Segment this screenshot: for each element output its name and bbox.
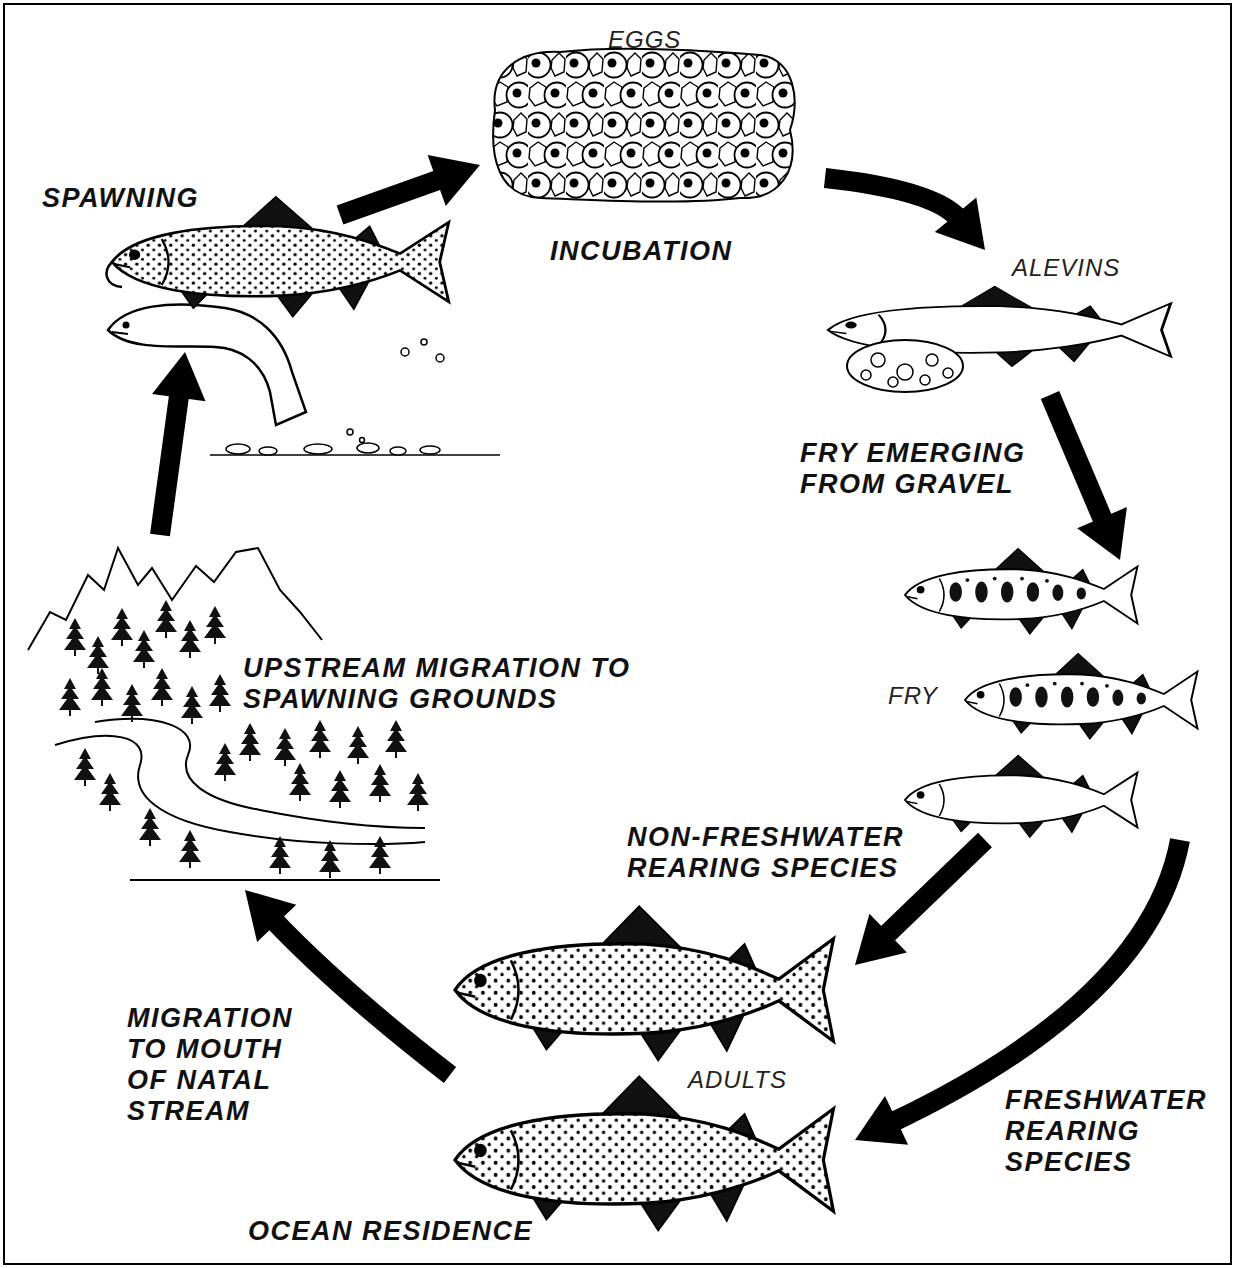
spruce-tree — [139, 808, 161, 846]
spruce-tree — [319, 840, 341, 878]
fry-fish — [965, 654, 1197, 740]
spruce-tree — [155, 600, 177, 638]
spruce-tree — [181, 686, 203, 724]
gravel-pebbles — [226, 443, 440, 455]
spruce-tree — [214, 743, 236, 781]
arrow-shaft — [825, 178, 959, 219]
spruce-tree — [74, 748, 96, 786]
stage-label: UPSTREAM MIGRATION TO SPAWNING GROUNDS — [243, 653, 663, 715]
yolk-sac — [847, 340, 963, 392]
arrow-shaft — [340, 179, 442, 216]
arrow-label: MIGRATION TO MOUTH OF NATAL STREAM — [127, 1003, 307, 1127]
gravel-bed — [210, 454, 500, 456]
arrow-shaft — [884, 840, 985, 937]
life-cycle-arrow — [340, 155, 480, 215]
spruce-tree — [59, 678, 81, 716]
female-salmon — [108, 304, 306, 425]
spruce-tree — [407, 773, 429, 811]
arrow-label: FRY EMERGING FROM GRAVEL — [800, 438, 1040, 500]
stage-caption: INCUBATION — [550, 236, 732, 267]
life-cycle-arrow — [152, 352, 206, 535]
spruce-tree — [179, 620, 201, 658]
egg-cluster — [493, 49, 794, 202]
arrowhead — [935, 197, 985, 250]
spruce-tree — [64, 618, 86, 656]
spruce-tree — [289, 763, 311, 801]
arrow-label: FRESHWATER REARING SPECIES — [1005, 1085, 1220, 1178]
arrowhead — [855, 914, 907, 965]
arrow-shaft — [891, 840, 1180, 1123]
life-cycle-arrow — [825, 178, 985, 250]
arrowhead — [1077, 507, 1127, 560]
stage-region: ALEVINS — [825, 250, 1180, 395]
hooked-jaw — [107, 262, 122, 287]
stage-label: ADULTS — [688, 1066, 787, 1094]
spruce-tree — [239, 723, 261, 761]
spruce-tree — [385, 720, 407, 758]
fish-eye — [123, 322, 130, 329]
arrow-shaft — [1050, 395, 1104, 523]
life-cycle-arrow — [1050, 395, 1127, 560]
spruce-tree — [269, 836, 291, 874]
stage-label: EGGS — [608, 26, 681, 54]
arrow-shaft — [160, 392, 180, 535]
arrow-label: NON-FRESHWATER REARING SPECIES — [627, 822, 927, 884]
spruce-tree — [204, 606, 226, 644]
spruce-tree — [179, 830, 201, 868]
spruce-tree — [329, 770, 351, 808]
adult-fish — [455, 906, 833, 1060]
stage-region: EGGS INCUBATION — [480, 18, 825, 271]
yolk-droplets — [861, 353, 953, 387]
stage-label: FRY — [888, 682, 938, 710]
male-salmon — [112, 197, 449, 317]
figure-frame — [4, 4, 1231, 1264]
spruce-tree — [369, 836, 391, 874]
spruce-tree — [87, 636, 109, 674]
adult-fish — [455, 1076, 833, 1230]
arrowhead — [245, 890, 296, 942]
spruce-tree — [111, 608, 133, 646]
fry-fish — [905, 549, 1137, 635]
smolt-fish — [905, 755, 1137, 837]
spruce-tree — [151, 668, 173, 706]
spruce-tree — [274, 728, 296, 766]
stage-region: ADULTS — [450, 918, 855, 1240]
arrowhead — [152, 352, 206, 401]
habitat-label: OCEAN RESIDENCE — [248, 1216, 533, 1247]
stage-region: SPAWNING — [35, 180, 340, 352]
spruce-tree — [121, 684, 143, 722]
spruce-tree — [133, 630, 155, 668]
spruce-tree — [309, 720, 331, 758]
arrow-shaft — [273, 919, 451, 1075]
stage-label: ALEVINS — [1012, 254, 1120, 282]
ground-line — [130, 879, 440, 881]
stage-region: UPSTREAM MIGRATION TO SPAWNING GROUNDS — [28, 535, 668, 890]
alevin-fish — [828, 287, 1171, 367]
spruce-tree — [369, 764, 391, 802]
arrowhead — [855, 1096, 908, 1145]
bubbles — [347, 339, 444, 443]
arrowhead — [428, 155, 480, 206]
spruce-tree — [347, 726, 369, 764]
stage-region: FRY — [880, 560, 1205, 840]
river-bank — [55, 736, 425, 844]
spruce-tree — [209, 674, 231, 712]
spruce-tree — [91, 668, 113, 706]
fish-mouth — [112, 332, 128, 334]
river-bank — [95, 719, 425, 828]
spruce-tree — [99, 773, 121, 811]
stage-label: SPAWNING — [42, 183, 199, 214]
